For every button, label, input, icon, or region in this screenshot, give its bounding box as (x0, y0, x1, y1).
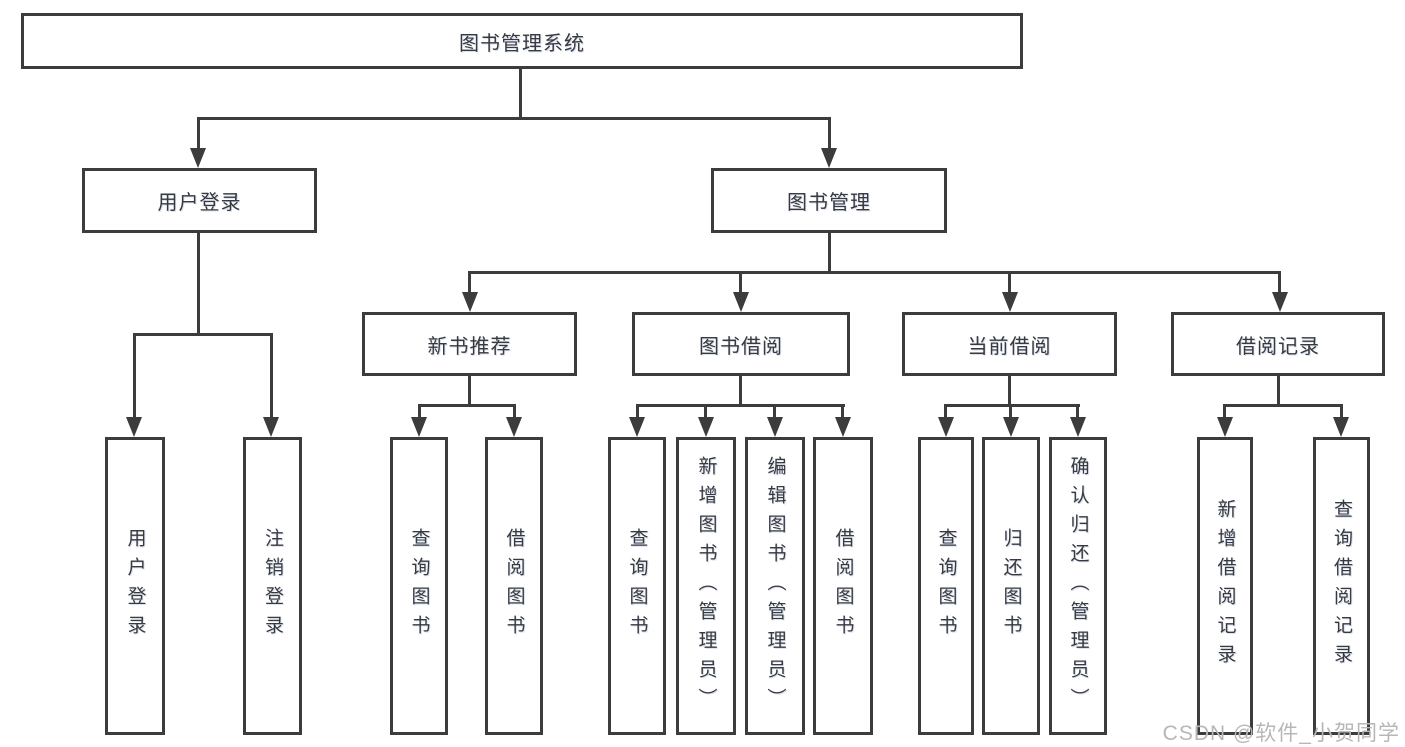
connector-to-book-borrow (739, 271, 742, 294)
connector-leaf-stem (418, 404, 421, 417)
connector-leaf-stem (1076, 404, 1079, 417)
node-book-borrow: 图书借阅 (632, 312, 850, 376)
arrow-down-icon (629, 417, 645, 437)
leaf-label: 借阅图书 (832, 528, 854, 644)
arrow-down-icon (506, 417, 522, 437)
leaf-label: 查询图书 (626, 528, 648, 644)
arrow-down-icon (1272, 292, 1288, 312)
leaf-user-login: 用户登录 (105, 437, 165, 735)
leaf-edit-books-admin: 编辑图书（管理员） (745, 437, 805, 735)
node-label: 用户登录 (157, 192, 242, 214)
connector-root-stem (519, 69, 522, 119)
arrow-down-icon (835, 417, 851, 437)
arrow-down-icon (411, 417, 427, 437)
connector-leaf-stem (773, 404, 776, 417)
leaf-label: 新增借阅记录 (1214, 499, 1236, 673)
connector-to-new-book (468, 271, 471, 294)
arrow-down-icon (263, 417, 279, 437)
arrow-down-icon (938, 417, 954, 437)
leaf-query-books-current: 查询图书 (918, 437, 974, 735)
node-book-management: 图书管理 (711, 168, 947, 233)
node-label: 借阅记录 (1236, 335, 1320, 358)
leaf-label: 用户登录 (124, 528, 146, 644)
leaf-query-books-borrow: 查询图书 (608, 437, 666, 735)
leaf-label: 注销登录 (262, 528, 283, 644)
connector-leaf-stem (1009, 404, 1012, 417)
leaf-label: 确认归还（管理员） (1067, 455, 1089, 717)
node-label: 当前借阅 (967, 335, 1052, 358)
leaf-logout: 注销登录 (243, 437, 302, 735)
arrow-down-icon (190, 148, 206, 168)
arrow-down-icon (698, 417, 714, 437)
arrow-down-icon (733, 292, 749, 312)
node-label: 新书推荐 (427, 335, 512, 358)
connector-to-leaf-logout (270, 333, 273, 417)
connector-book-management-crossbar (469, 271, 1281, 274)
arrow-down-icon (462, 292, 478, 312)
connector-leaf-stem (841, 404, 844, 417)
connector-to-user-login (197, 117, 200, 150)
connector-book-management-stem (828, 233, 831, 274)
connector-current-borrow-stem (1008, 376, 1011, 406)
connector-user-login-crossbar (133, 333, 273, 336)
connector-borrow-records-stem (1277, 376, 1280, 406)
leaf-borrow-books: 借阅图书 (813, 437, 873, 735)
connector-book-borrow-stem (739, 376, 742, 406)
leaf-label: 查询图书 (408, 528, 430, 644)
connector-current-borrow-crossbar (945, 404, 1080, 407)
connector-to-borrow-records (1278, 271, 1281, 294)
connector-book-borrow-crossbar (636, 404, 845, 407)
node-label: 图书借阅 (699, 335, 783, 358)
connector-borrow-records-crossbar (1224, 404, 1343, 407)
leaf-label: 新增图书（管理员） (695, 455, 717, 717)
connector-new-book-stem (468, 376, 471, 406)
arrow-down-icon (1333, 417, 1349, 437)
leaf-confirm-return-admin: 确认归还（管理员） (1049, 437, 1107, 735)
leaf-label: 查询借阅记录 (1331, 499, 1352, 673)
arrow-down-icon (1070, 417, 1086, 437)
csdn-watermark: CSDN @软件_小贺同学 (1162, 722, 1400, 745)
leaf-return-books: 归还图书 (982, 437, 1040, 735)
connector-root-crossbar (197, 117, 831, 120)
connector-leaf-stem (1340, 404, 1343, 417)
connector-leaf-stem (1223, 404, 1226, 417)
node-label: 图书管理 (787, 192, 871, 214)
connector-new-book-crossbar (418, 404, 516, 407)
arrow-down-icon (126, 417, 142, 437)
node-current-borrow: 当前借阅 (902, 312, 1117, 376)
arrow-down-icon (821, 148, 837, 168)
leaf-add-borrow-record: 新增借阅记录 (1197, 437, 1253, 735)
connector-leaf-stem (513, 404, 516, 417)
arrow-down-icon (1002, 292, 1018, 312)
connector-leaf-stem (704, 404, 707, 417)
node-label: 图书管理系统 (459, 32, 585, 55)
leaf-query-books-recommend: 查询图书 (390, 437, 448, 735)
connector-leaf-stem (636, 404, 639, 417)
leaf-borrow-books-recommend: 借阅图书 (485, 437, 543, 735)
leaf-query-borrow-record: 查询借阅记录 (1313, 437, 1370, 735)
connector-user-login-stem (197, 233, 200, 336)
leaf-add-books-admin: 新增图书（管理员） (676, 437, 736, 735)
leaf-label: 归还图书 (1000, 528, 1022, 644)
connector-to-leaf-user-login (133, 333, 136, 417)
connector-to-current-borrow (1008, 271, 1011, 294)
arrow-down-icon (1003, 417, 1019, 437)
node-library-management-system: 图书管理系统 (21, 13, 1023, 69)
connector-to-book-management (828, 117, 831, 150)
leaf-label: 借阅图书 (503, 528, 525, 644)
node-user-login: 用户登录 (82, 168, 317, 233)
connector-leaf-stem (944, 404, 947, 417)
leaf-label: 编辑图书（管理员） (764, 455, 786, 717)
arrow-down-icon (767, 417, 783, 437)
node-new-book-recommend: 新书推荐 (362, 312, 577, 376)
leaf-label: 查询图书 (935, 528, 957, 644)
node-borrow-records: 借阅记录 (1171, 312, 1385, 376)
arrow-down-icon (1217, 417, 1233, 437)
